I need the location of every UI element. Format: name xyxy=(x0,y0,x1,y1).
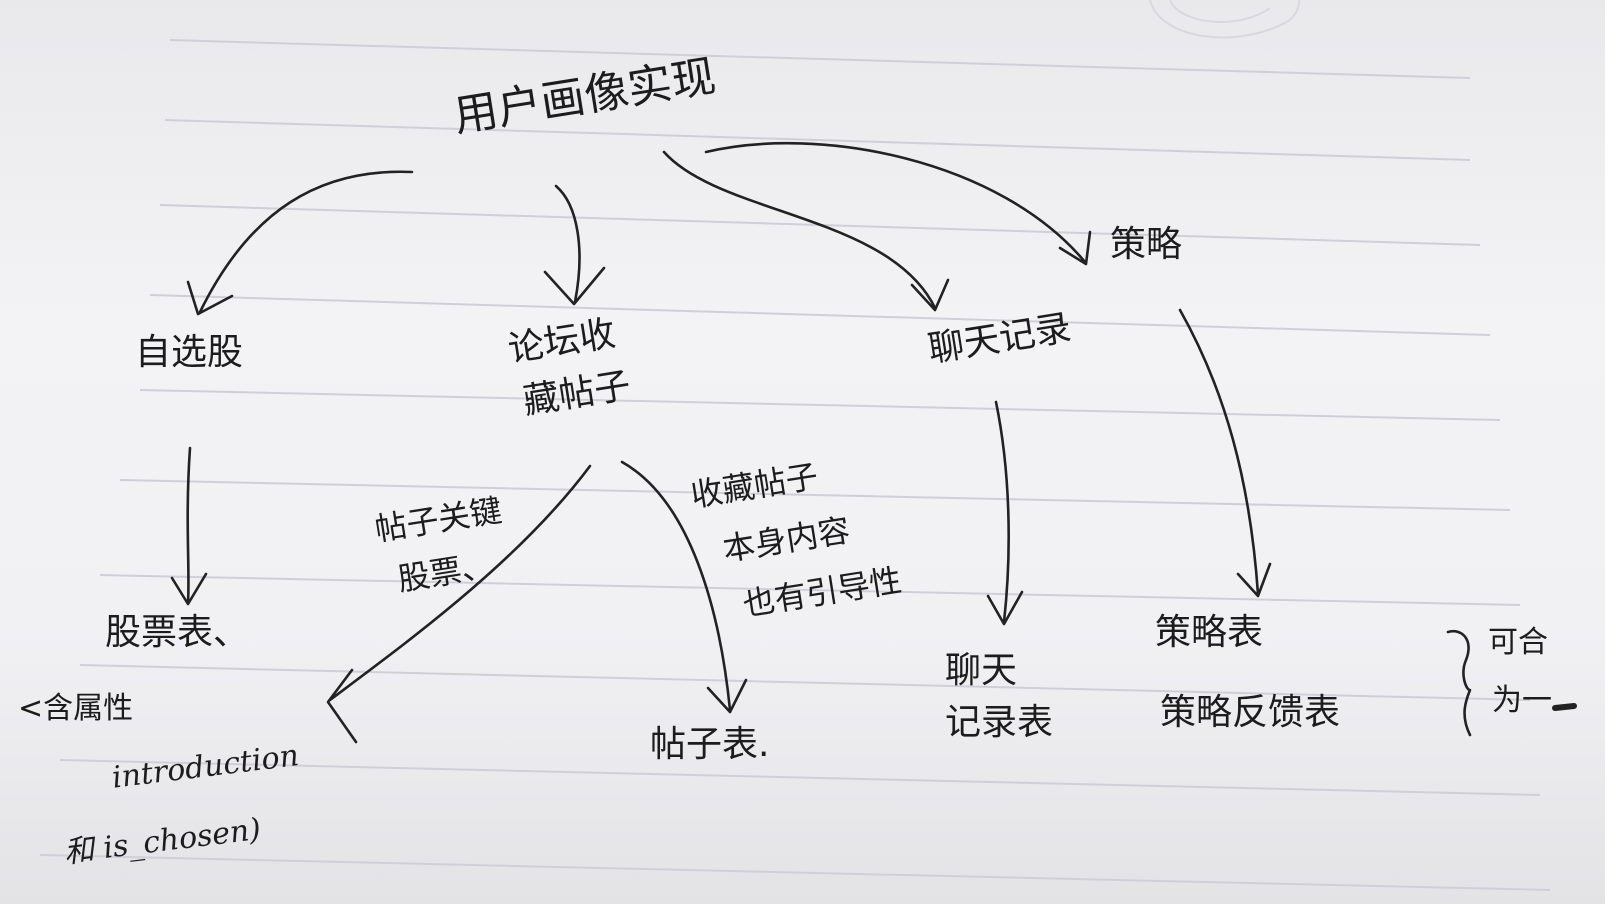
ruled-line xyxy=(79,664,1531,701)
arrow-root-to-zixuangu xyxy=(198,170,414,314)
table-celue-line2: 策略反馈表 xyxy=(1160,692,1341,733)
table-liaotian-line1: 聊天 xyxy=(945,650,1018,691)
stamp-watermark xyxy=(1169,0,1271,23)
arrowhead xyxy=(326,668,358,744)
ruled-line xyxy=(59,759,1541,796)
arrow-root-to-liaotian xyxy=(662,150,937,310)
arrowhead xyxy=(186,280,234,316)
arrow-luntan-to-gupiao xyxy=(328,464,592,702)
ruled-line xyxy=(149,294,1491,336)
gupiao-note-line1: <含属性 xyxy=(18,691,134,726)
ruled-line xyxy=(119,479,1511,511)
arrow-luntan-to-tiezi xyxy=(620,460,732,712)
arrowhead xyxy=(543,266,606,306)
node-zixuangu: 自选股 xyxy=(135,332,244,373)
dash-mark xyxy=(1552,703,1577,711)
ruled-line xyxy=(164,119,1471,161)
annotation-heban-line2: 为一 xyxy=(1492,683,1552,718)
arrowhead xyxy=(910,278,950,312)
arrowhead xyxy=(1236,562,1272,598)
table-gupiao: 股票表、 xyxy=(105,612,250,653)
table-celue-line1: 策略表 xyxy=(1155,612,1264,653)
node-celue: 策略 xyxy=(1110,224,1183,265)
arrow-liaotian-to-table xyxy=(994,400,1010,624)
annotation-heban-line1: 可合 xyxy=(1488,625,1548,660)
arrowhead xyxy=(706,678,748,714)
merge-brace xyxy=(1446,629,1472,737)
arrowhead xyxy=(1058,230,1092,266)
arrow-celue-to-table xyxy=(1178,308,1260,596)
ruled-line xyxy=(39,854,1551,891)
arrow-zixuangu-to-gupiao xyxy=(186,446,192,604)
stamp-watermark xyxy=(1149,0,1300,39)
arrow-root-to-celue xyxy=(704,142,1087,264)
ruled-line xyxy=(169,39,1471,79)
arrow-root-to-luntan xyxy=(554,184,581,304)
table-tiezi: 帖子表. xyxy=(650,724,770,765)
ruled-line xyxy=(99,574,1521,606)
ruled-line xyxy=(139,389,1501,421)
arrowhead xyxy=(986,590,1024,626)
arrowhead xyxy=(170,572,208,606)
table-liaotian-line2: 记录表 xyxy=(945,702,1054,743)
